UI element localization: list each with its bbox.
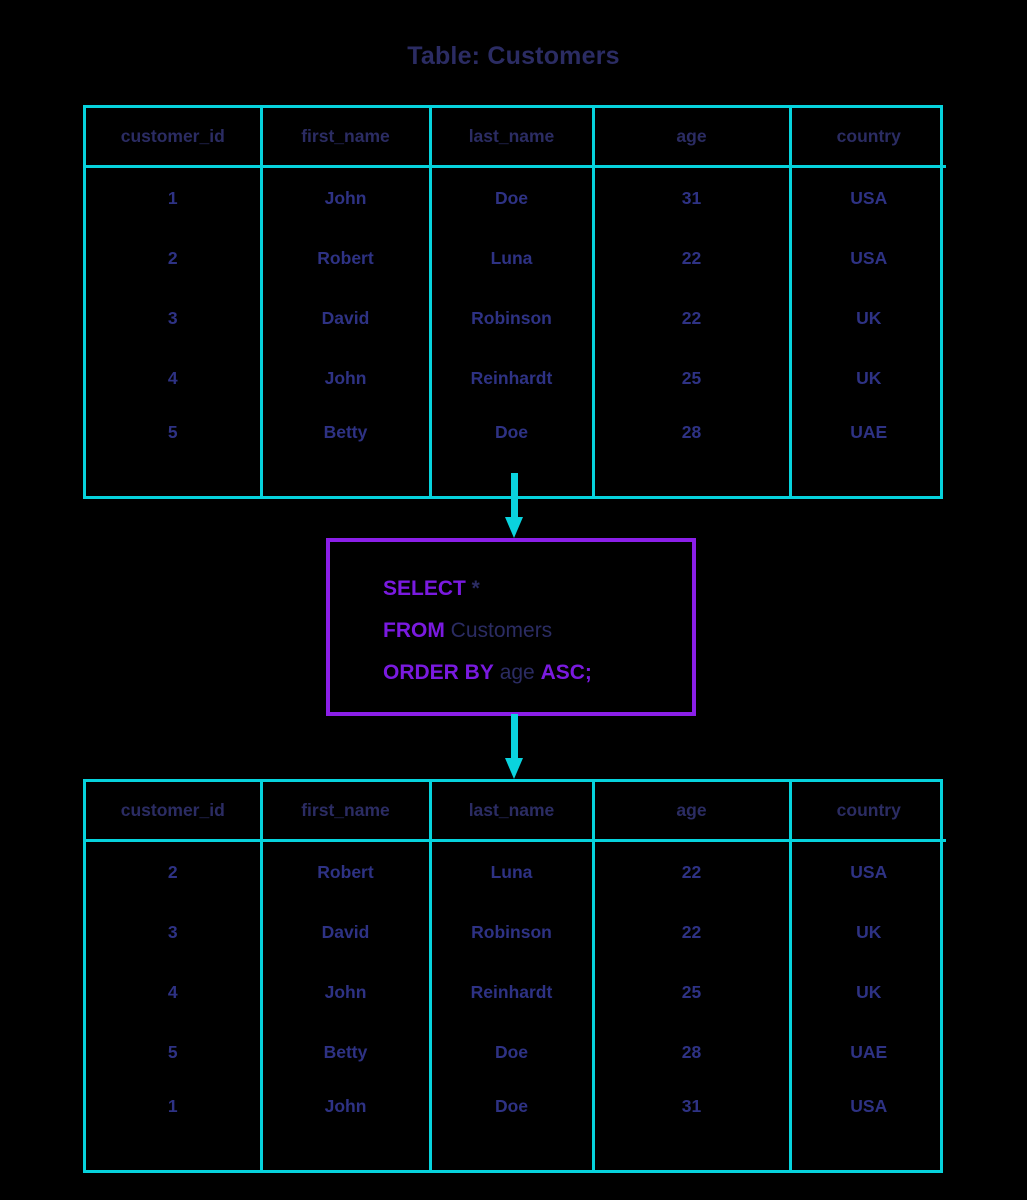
table-row: 4 John Reinhardt 25 UK: [86, 348, 946, 408]
result-table-header: customer_id first_name last_name age cou…: [86, 782, 946, 842]
cell-first-name: David: [261, 902, 432, 962]
cell-country: USA: [850, 247, 888, 268]
cell-first-name: Betty: [261, 408, 432, 496]
result-table-body: 2 Robert Luna 22 USA 3 David Robinson 22…: [86, 840, 946, 1170]
table-row: 1 John Doe 31 USA: [86, 1082, 946, 1170]
cell-age: 22: [593, 228, 792, 288]
sql-table-name: Customers: [444, 619, 553, 642]
cell-first-name: John: [261, 348, 432, 408]
cell-age: 31: [593, 1082, 792, 1170]
table-header-row: customer_id first_name last_name age cou…: [86, 782, 946, 842]
cell-first-name: John: [261, 962, 432, 1022]
page-title: Table: Customers: [407, 42, 620, 70]
arrow-source-to-query-icon: [505, 473, 523, 538]
cell-customer-id: 5: [86, 1022, 263, 1082]
column-header-customer-id: customer_id: [86, 782, 263, 842]
column-header-customer-id: customer_id: [86, 108, 263, 168]
arrow-shaft: [511, 714, 518, 759]
cell-customer-id: 4: [86, 348, 263, 408]
table-row: 4 John Reinhardt 25 UK: [86, 962, 946, 1022]
source-table-body: 1 John Doe 31 USA 2 Robert Luna 22 USA 3…: [86, 166, 946, 496]
source-table-grid: customer_id first_name last_name age cou…: [86, 108, 946, 496]
cell-first-name: Betty: [261, 1022, 432, 1082]
sql-keyword-from: FROM: [383, 619, 445, 642]
cell-age: 28: [593, 408, 792, 496]
cell-age: 22: [593, 902, 792, 962]
sql-query-text: SELECT * FROM Customers ORDER BY age ASC…: [383, 568, 592, 694]
cell-last-name: Reinhardt: [430, 348, 595, 408]
cell-customer-id: 5: [86, 408, 263, 496]
cell-customer-id: 3: [86, 902, 263, 962]
sql-line-from: FROM Customers: [383, 610, 592, 652]
cell-country: UK: [856, 981, 882, 1002]
cell-last-name: Doe: [430, 1022, 595, 1082]
cell-first-name: Robert: [261, 228, 432, 288]
cell-customer-id: 1: [86, 1082, 263, 1170]
source-table: customer_id first_name last_name age cou…: [83, 105, 946, 499]
cell-age: 22: [593, 288, 792, 348]
cell-age: 25: [593, 348, 792, 408]
arrow-shaft: [511, 473, 518, 518]
table-row: 3 David Robinson 22 UK: [86, 288, 946, 348]
cell-first-name: David: [261, 288, 432, 348]
result-table-grid: customer_id first_name last_name age cou…: [86, 782, 946, 1170]
cell-country: UAE: [850, 1041, 888, 1062]
source-table-header: customer_id first_name last_name age cou…: [86, 108, 946, 168]
column-header-country: country: [790, 108, 946, 168]
cell-last-name: Doe: [430, 166, 595, 228]
sql-order-column: age: [493, 661, 541, 684]
sql-line-select: SELECT *: [383, 568, 592, 610]
cell-last-name: Doe: [430, 1082, 595, 1170]
sql-query-box: SELECT * FROM Customers ORDER BY age ASC…: [326, 538, 696, 716]
cell-first-name: Robert: [261, 840, 432, 902]
cell-country: UK: [856, 921, 882, 942]
column-header-last-name: last_name: [430, 108, 595, 168]
cell-customer-id: 1: [86, 166, 263, 228]
table-row: 2 Robert Luna 22 USA: [86, 840, 946, 902]
cell-last-name: Robinson: [430, 902, 595, 962]
cell-customer-id: 2: [86, 840, 263, 902]
cell-last-name: Luna: [430, 228, 595, 288]
arrow-head: [505, 758, 523, 779]
cell-customer-id: 3: [86, 288, 263, 348]
cell-age: 25: [593, 962, 792, 1022]
cell-country: UK: [856, 367, 882, 388]
cell-country: UAE: [850, 422, 888, 442]
cell-last-name: Robinson: [430, 288, 595, 348]
table-row: 1 John Doe 31 USA: [86, 166, 946, 228]
sql-keyword-order-by: ORDER BY: [383, 661, 494, 684]
table-row: 3 David Robinson 22 UK: [86, 902, 946, 962]
column-header-age: age: [593, 108, 792, 168]
column-header-first-name: first_name: [261, 108, 432, 168]
column-header-last-name: last_name: [430, 782, 595, 842]
cell-customer-id: 4: [86, 962, 263, 1022]
table-row: 5 Betty Doe 28 UAE: [86, 408, 946, 496]
column-header-first-name: first_name: [261, 782, 432, 842]
table-header-row: customer_id first_name last_name age cou…: [86, 108, 946, 168]
cell-country: USA: [850, 187, 888, 208]
table-row: 5 Betty Doe 28 UAE: [86, 1022, 946, 1082]
cell-country: UK: [856, 307, 882, 328]
cell-first-name: John: [261, 1082, 432, 1170]
cell-last-name: Luna: [430, 840, 595, 902]
arrow-query-to-result-icon: [505, 714, 523, 779]
sql-line-order-by: ORDER BY age ASC;: [383, 652, 592, 694]
cell-last-name: Reinhardt: [430, 962, 595, 1022]
cell-customer-id: 2: [86, 228, 263, 288]
cell-age: 22: [593, 840, 792, 902]
cell-country: USA: [850, 861, 888, 882]
column-header-age: age: [593, 782, 792, 842]
column-header-country: country: [790, 782, 946, 842]
cell-country: USA: [850, 1096, 888, 1116]
sql-star: *: [465, 577, 480, 600]
table-row: 2 Robert Luna 22 USA: [86, 228, 946, 288]
cell-age: 28: [593, 1022, 792, 1082]
cell-first-name: John: [261, 166, 432, 228]
sql-keyword-asc: ASC;: [540, 661, 592, 684]
result-table: customer_id first_name last_name age cou…: [83, 779, 946, 1173]
cell-age: 31: [593, 166, 792, 228]
arrow-head: [505, 517, 523, 538]
sql-keyword-select: SELECT: [383, 577, 466, 600]
